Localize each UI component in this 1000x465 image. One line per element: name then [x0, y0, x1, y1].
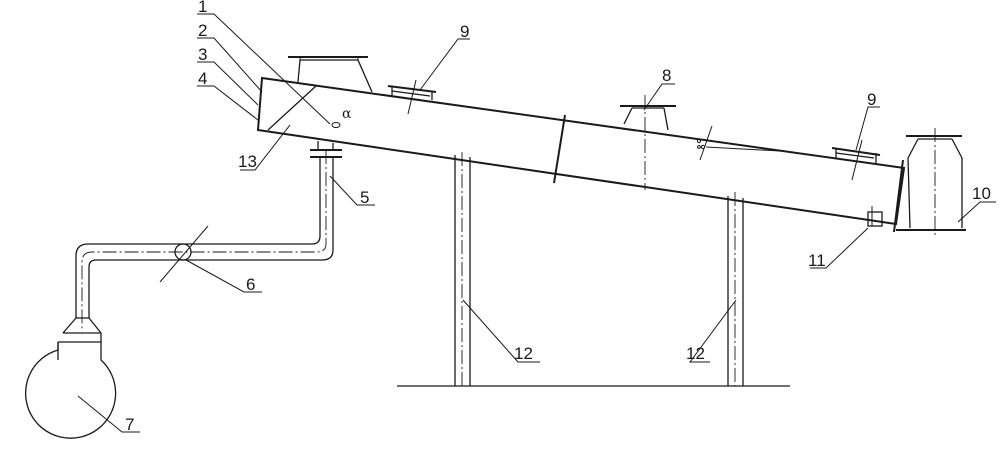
label-12-left: 12 [514, 344, 533, 363]
label-6: 6 [246, 275, 255, 294]
label-4: 4 [198, 69, 207, 88]
inspection-port [620, 95, 676, 190]
discharge-outlet [896, 128, 966, 236]
air-pipe [75, 150, 334, 330]
label-8: 8 [662, 66, 671, 85]
label-3: 3 [198, 45, 207, 64]
blower-fan [25, 317, 117, 439]
label-9-right: 9 [867, 90, 876, 109]
label-5: 5 [360, 188, 369, 207]
label-1: 1 [198, 0, 207, 16]
label-13: 13 [238, 152, 257, 171]
label-12-right: 12 [686, 344, 705, 363]
exhaust-port-left [387, 79, 437, 115]
inner-gate-valve [696, 125, 781, 161]
label-9-left: 9 [460, 22, 469, 41]
section-joint [553, 114, 566, 184]
angle-mark: α [342, 106, 352, 122]
feed-inlet-hopper [288, 56, 373, 93]
pipe-valve [159, 225, 209, 283]
label-11: 11 [808, 251, 826, 270]
inclined-trough-body [256, 76, 906, 233]
label-2: 2 [198, 21, 207, 40]
label-7: 7 [125, 415, 134, 434]
end-baffle [267, 85, 317, 131]
support-leg-left [454, 152, 471, 386]
exhaust-port-right [831, 139, 881, 181]
support-leg-right [727, 192, 744, 386]
leader-lines [77, 13, 996, 433]
bottom-outlet [867, 206, 883, 227]
label-10: 10 [972, 184, 991, 203]
part-labels: 1 2 3 4 13 5 6 7 8 9 9 10 11 12 12 [125, 0, 991, 434]
air-nozzle [331, 122, 341, 128]
